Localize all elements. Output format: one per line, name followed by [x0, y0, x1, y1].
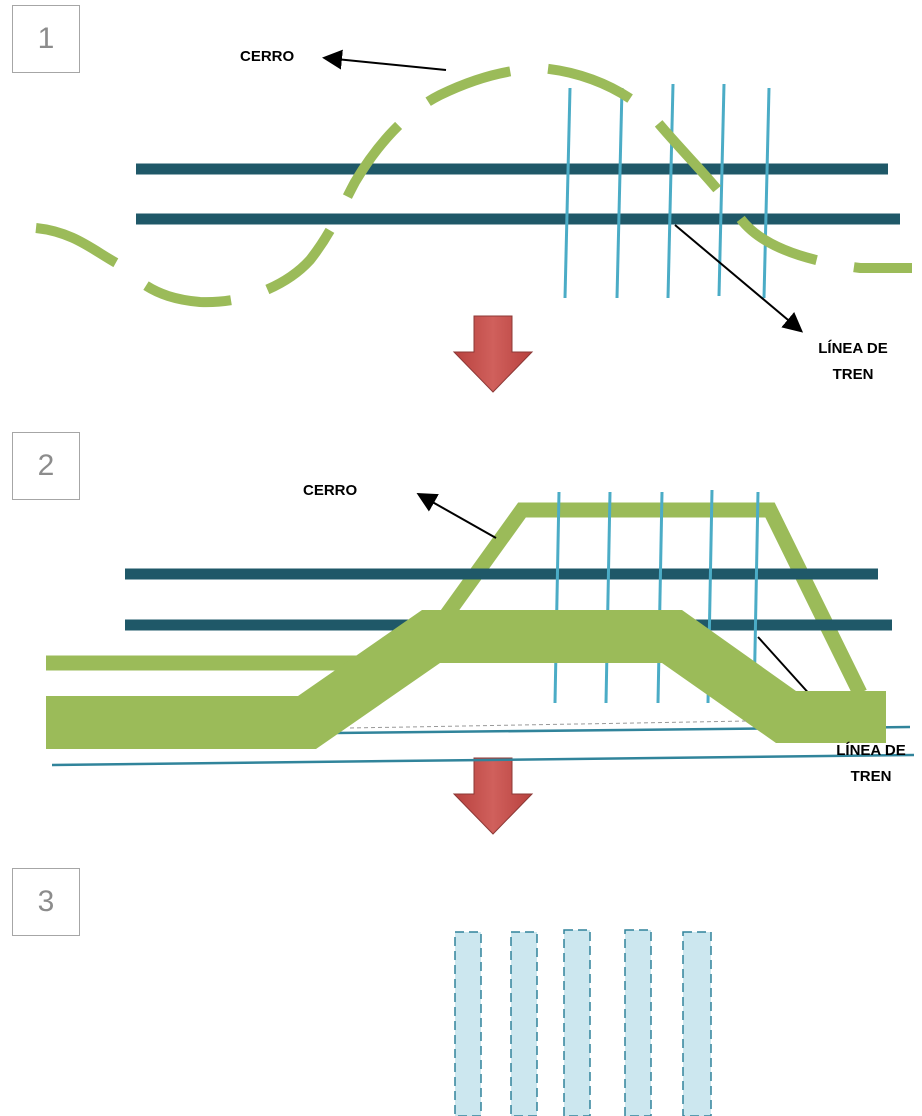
- train-line-label-line2: TREN: [832, 366, 874, 383]
- sleeper-box: [454, 931, 482, 1116]
- train-line-label-line2: TREN: [850, 768, 892, 785]
- sleeper: [717, 83, 726, 297]
- sleeper-box: [624, 929, 652, 1116]
- sleeper: [762, 87, 771, 299]
- hill-label: CERRO: [240, 48, 295, 65]
- sleeper: [615, 87, 624, 299]
- sleeper-box: [563, 929, 591, 1116]
- step-3-panel: [45, 610, 915, 1116]
- step-number: 1: [37, 22, 55, 55]
- sleeper-box: [510, 931, 538, 1116]
- step-number-box: 3: [12, 868, 80, 936]
- hill-embankment: [46, 610, 886, 749]
- train-line-label-line1: LÍNEA DE: [818, 340, 888, 357]
- ground-line: [349, 720, 749, 729]
- sleepers: [454, 929, 712, 1116]
- train-line-label-line1: LÍNEA DE: [836, 742, 906, 759]
- hill-label: CERRO: [303, 482, 358, 499]
- rail-line: [51, 753, 915, 767]
- sleeper: [604, 491, 612, 704]
- sleepers: [563, 83, 771, 299]
- train-line-label: LÍNEA DE TREN: [826, 738, 916, 790]
- hill-pointer-arrow: [322, 49, 447, 71]
- down-arrow: [452, 757, 534, 835]
- down-arrow: [452, 315, 534, 393]
- step-1-panel: [35, 49, 912, 333]
- step-number: 3: [37, 885, 55, 918]
- step-number-box: 2: [12, 432, 80, 500]
- rail-pointer-arrow: [674, 224, 804, 333]
- hill-pointer-arrow: [416, 493, 497, 539]
- sleeper-box: [682, 931, 712, 1116]
- step-number: 2: [37, 449, 55, 482]
- sleeper: [553, 491, 561, 704]
- train-line-label: LÍNEA DE TREN: [808, 336, 898, 388]
- sleeper: [666, 83, 675, 299]
- hill-outline-dashed: [35, 62, 912, 308]
- sleeper: [656, 491, 664, 704]
- sleeper: [563, 87, 572, 299]
- step-number-box: 1: [12, 5, 80, 73]
